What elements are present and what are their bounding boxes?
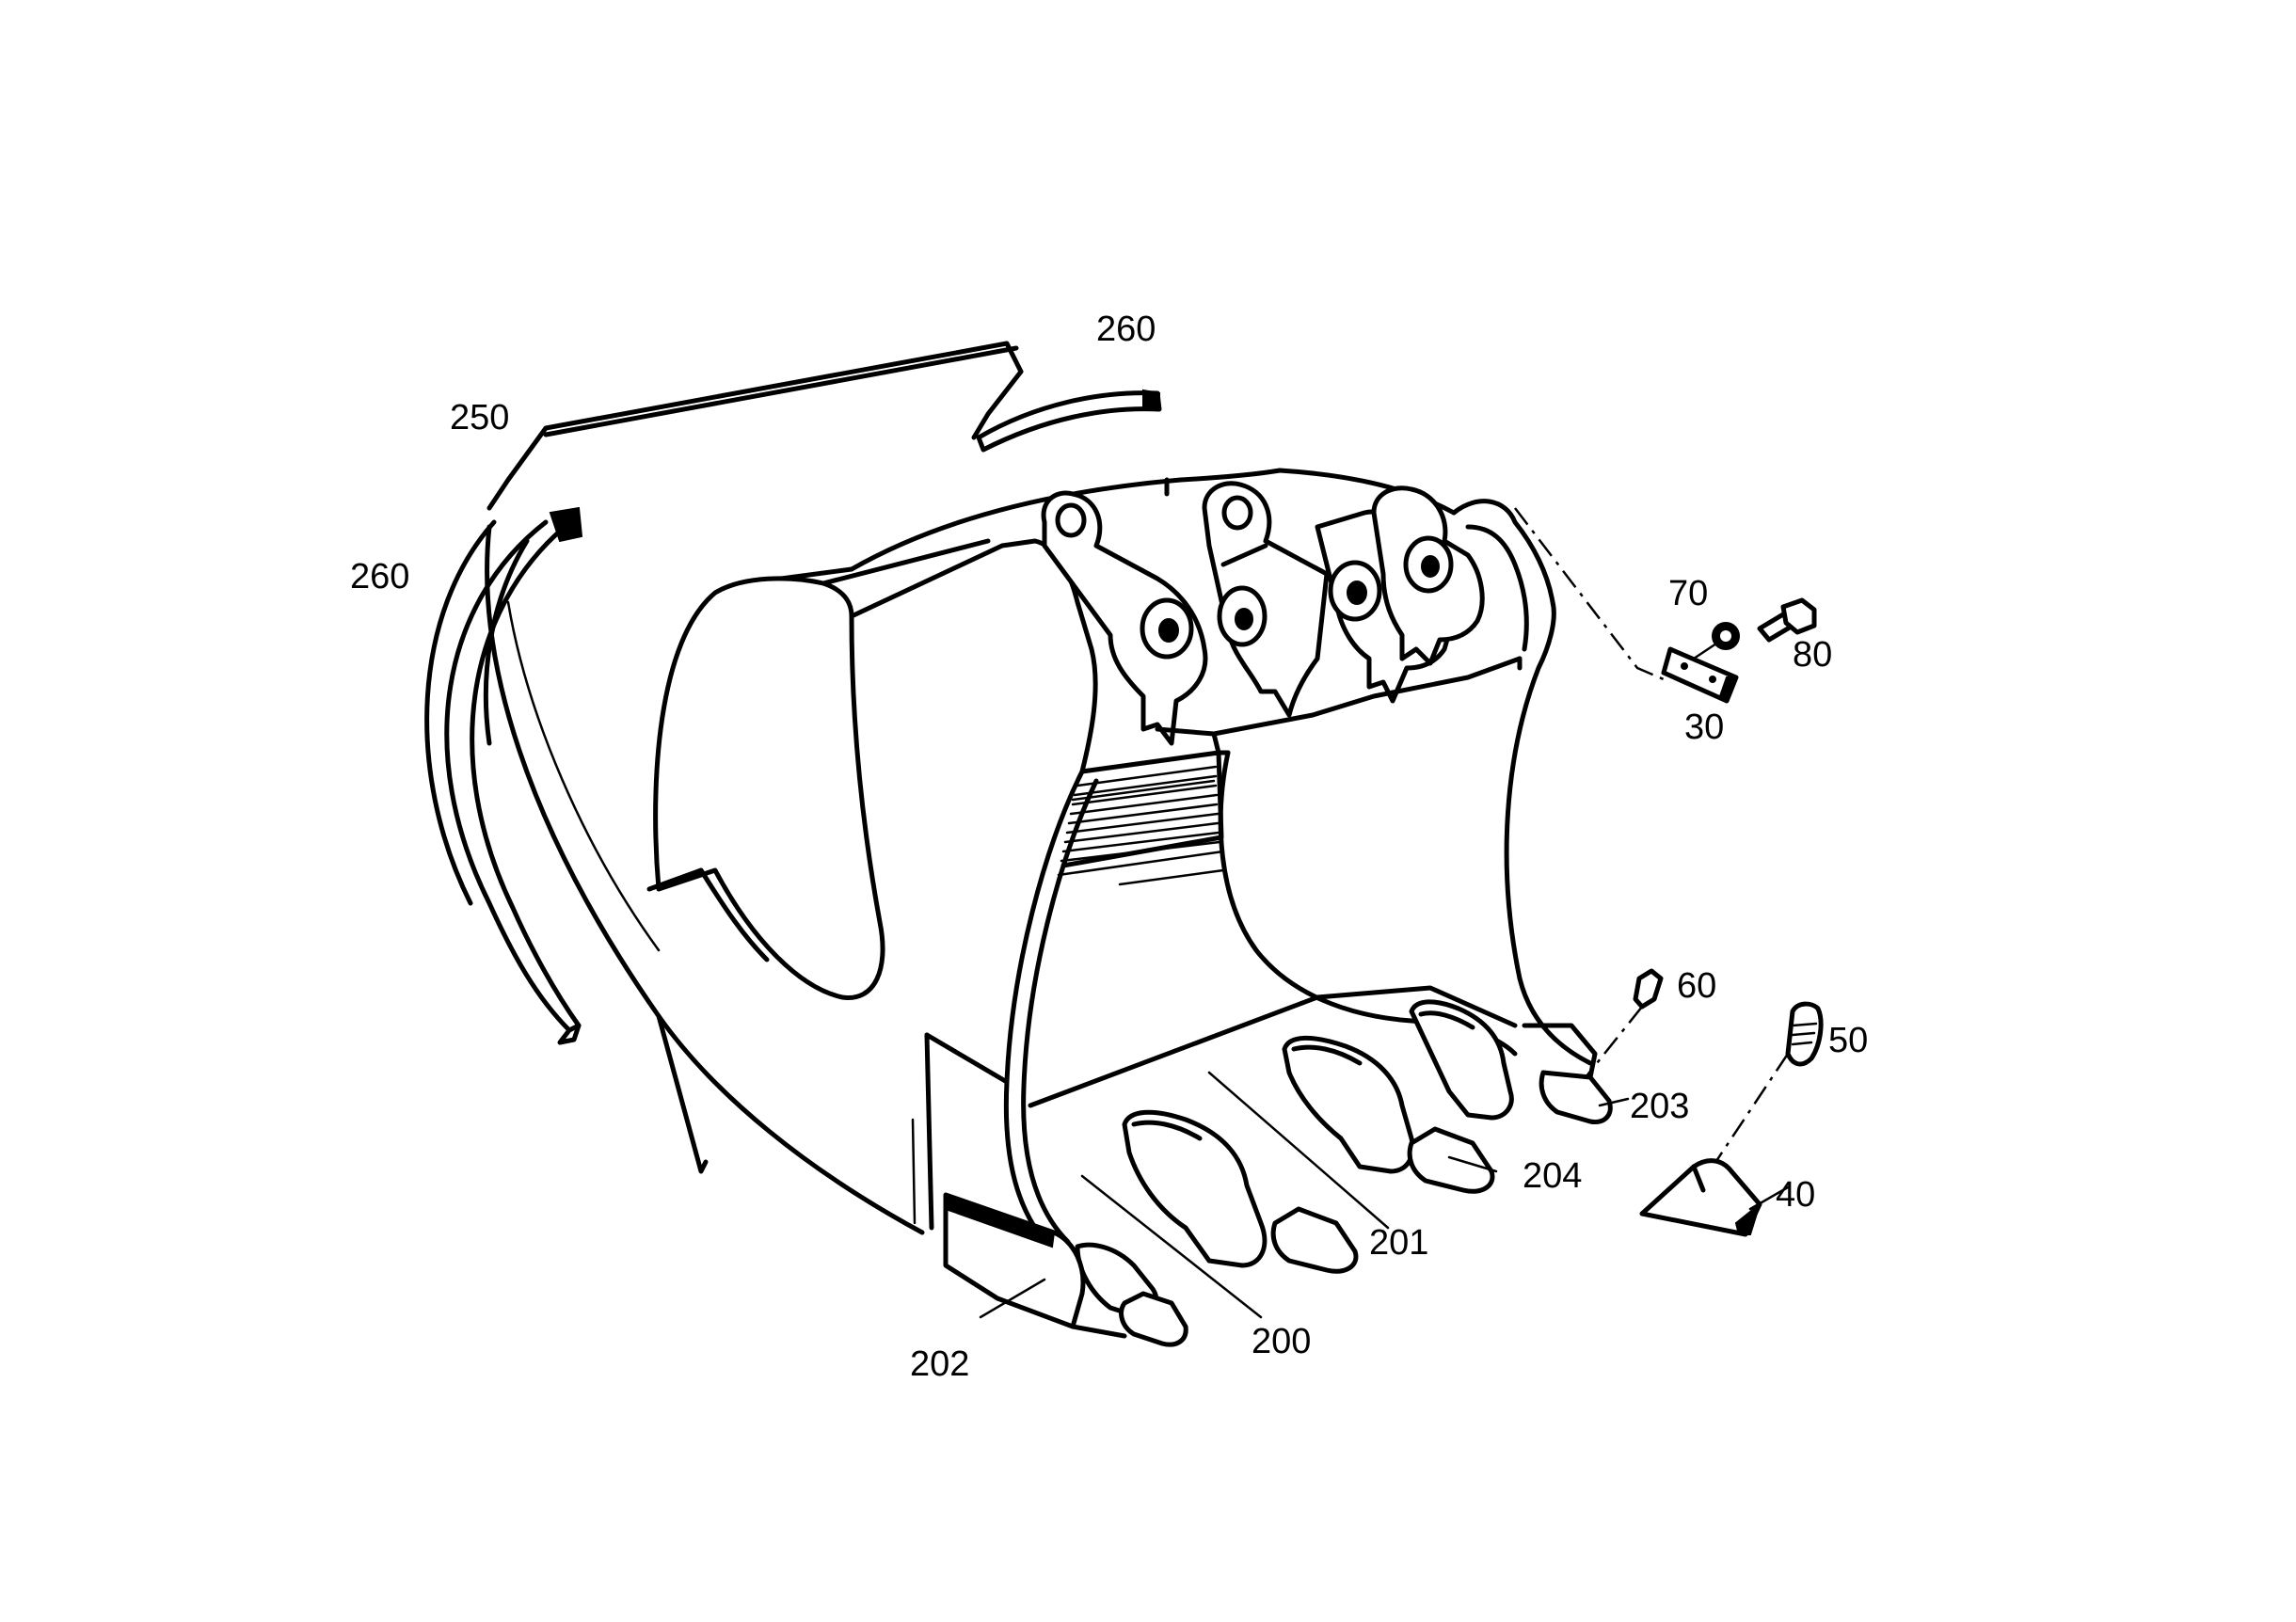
wear-strip-250 xyxy=(486,341,1024,511)
label-200: 200 xyxy=(1252,1322,1311,1361)
label-250: 250 xyxy=(450,398,509,437)
label-201: 201 xyxy=(1369,1223,1428,1263)
tooth-point-40 xyxy=(1639,1158,1762,1237)
side-cutter-202 xyxy=(943,1192,1127,1339)
label-70: 70 xyxy=(1668,574,1708,613)
bucket-left-cheek xyxy=(911,769,1099,1254)
leader-lines xyxy=(979,1071,1790,1319)
label-260-left: 260 xyxy=(350,557,409,596)
label-260-top: 260 xyxy=(1096,310,1156,349)
label-40: 40 xyxy=(1776,1175,1815,1215)
pin-60 xyxy=(1585,968,1664,1078)
bucket-side-wall xyxy=(646,538,1098,1000)
label-203: 203 xyxy=(1630,1087,1689,1126)
bucket-shell xyxy=(485,468,1457,1235)
label-50: 50 xyxy=(1828,1021,1868,1060)
wear-segment-260-left xyxy=(424,506,583,1045)
side-tooth-203 xyxy=(1539,1070,1613,1125)
label-202: 202 xyxy=(910,1344,969,1384)
teeth-row xyxy=(1075,999,1514,1347)
label-204: 204 xyxy=(1523,1156,1582,1196)
label-60: 60 xyxy=(1677,966,1716,1006)
wear-segment-260-top xyxy=(976,389,1162,453)
label-30: 30 xyxy=(1684,708,1724,747)
label-80: 80 xyxy=(1793,635,1832,675)
mounting-brackets xyxy=(1041,481,1523,746)
retainer-50 xyxy=(1701,1001,1824,1182)
hardware-30-70-80 xyxy=(1514,507,1817,704)
part-labels: 260 250 260 70 80 30 60 50 203 204 40 20… xyxy=(350,310,1868,1384)
bucket-floor xyxy=(1028,750,1518,1108)
